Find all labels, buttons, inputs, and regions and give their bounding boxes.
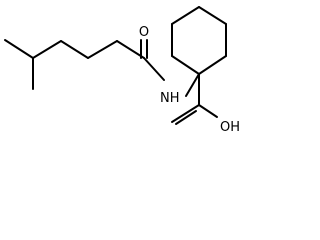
amide-nh-label: NH (160, 91, 180, 106)
bond-chain-3 (87, 40, 118, 59)
bond-methyl-a (4, 39, 34, 59)
isopentyl-chain (4, 39, 145, 90)
carbonyl-double-bond (140, 39, 148, 59)
carboxyl-double-bond (171, 104, 200, 125)
bond-n-cq (185, 73, 200, 97)
chemical-structure: O NH OH (4, 6, 240, 135)
bond-amide-c-n (143, 57, 165, 81)
bond-chain-1 (32, 40, 62, 59)
bond-carboxyl-oh (198, 104, 218, 118)
cyclohexane-ring (171, 6, 227, 75)
hydroxyl-label: OH (220, 120, 240, 135)
bond-chain-2 (60, 40, 89, 59)
bond-chain-4 (116, 40, 145, 59)
carbonyl-oxygen-label: O (139, 25, 149, 40)
